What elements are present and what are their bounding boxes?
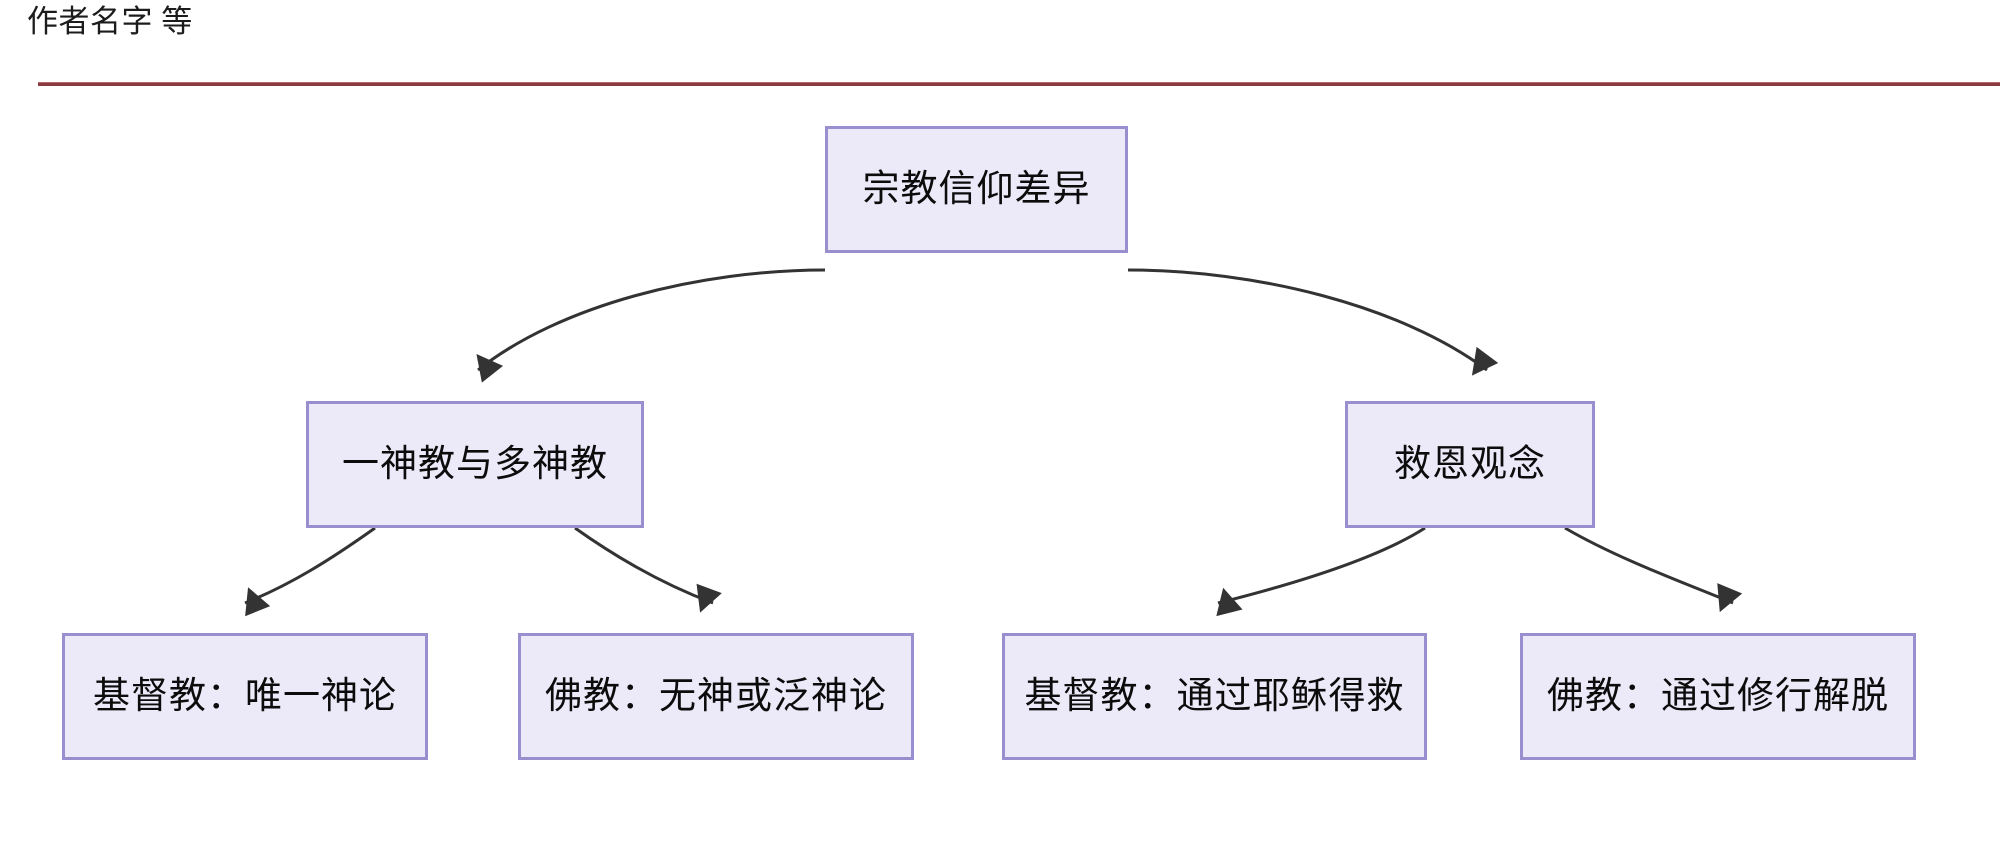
flowchart-edges-layer <box>244 268 1743 617</box>
node-monotheism-polytheism-label: 一神教与多神教 <box>342 443 608 485</box>
document-header: 作者名字 等 <box>0 0 2000 90</box>
edge-b2-to-l3 <box>1216 526 1426 617</box>
node-buddhism-nontheism-label: 佛教：无神或泛神论 <box>545 675 887 717</box>
node-root-label: 宗教信仰差异 <box>862 168 1091 210</box>
node-monotheism-polytheism[interactable]: 一神教与多神教 <box>306 401 644 528</box>
node-buddhism-nontheism[interactable]: 佛教：无神或泛神论 <box>518 633 914 760</box>
author-line: 作者名字 等 <box>27 4 193 39</box>
node-root[interactable]: 宗教信仰差异 <box>825 126 1128 253</box>
node-christianity-salvation[interactable]: 基督教：通过耶稣得救 <box>1002 633 1427 760</box>
edge-root-to-b1 <box>476 268 826 383</box>
node-christianity-monotheism[interactable]: 基督教：唯一神论 <box>62 633 428 760</box>
edge-b2-to-l4 <box>1564 526 1743 613</box>
node-christianity-salvation-label: 基督教：通过耶稣得救 <box>1024 675 1405 717</box>
edge-b1-to-l1 <box>244 526 376 617</box>
node-salvation-concept-label: 救恩观念 <box>1394 443 1546 485</box>
edge-b1-to-l2 <box>574 526 722 613</box>
flowchart-diagram: 宗教信仰差异 一神教与多神教 救恩观念 基督教：唯一神论 佛教：无神或泛神论 基… <box>0 90 2000 849</box>
edge-root-to-b2 <box>1127 268 1499 376</box>
node-buddhism-liberation-label: 佛教：通过修行解脱 <box>1547 675 1889 717</box>
node-buddhism-liberation[interactable]: 佛教：通过修行解脱 <box>1520 633 1916 760</box>
node-christianity-monotheism-label: 基督教：唯一神论 <box>93 675 397 717</box>
header-divider <box>38 82 2000 86</box>
header-divider-highlight <box>38 82 2000 83</box>
node-salvation-concept[interactable]: 救恩观念 <box>1345 401 1595 528</box>
